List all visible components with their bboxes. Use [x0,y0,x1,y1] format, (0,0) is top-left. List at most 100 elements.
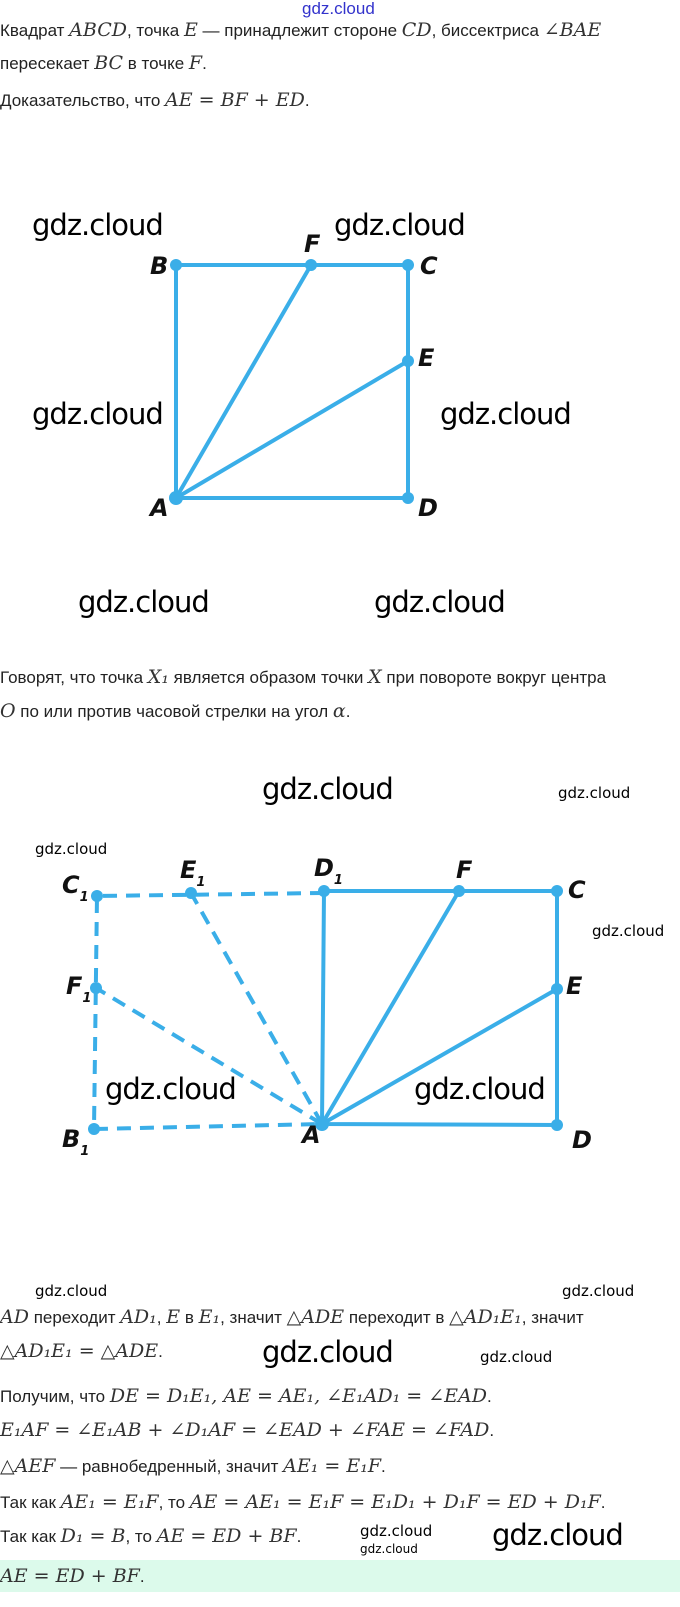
text-segment: , значит [220,1308,287,1327]
watermark: gdz.cloud [35,1282,108,1300]
text-line: △AEF — равнобедренный, значит AE₁ = E₁F. [0,1455,386,1478]
label-f: F [304,230,321,258]
text-segment: — принадлежит стороне [197,21,402,40]
label-e: E [418,344,435,372]
text-line: Доказательство, что AE = BF + ED. [0,89,310,112]
math-expression: X [368,666,382,688]
text-segment: , [156,1308,167,1327]
label-f-2: F [456,856,473,884]
text-segment: . [296,1527,302,1546]
text-segment: при повороте вокруг центра [381,668,607,687]
math-expression: CD [401,19,432,41]
segment-af [174,263,313,500]
math-expression: △ADE [286,1306,345,1328]
text-line: O по или против часовой стрелки на угол … [0,700,350,723]
figure-square [174,263,410,500]
text-segment: . [139,1567,145,1586]
watermark: gdz.cloud [262,772,394,806]
math-expression: AE = ED + BF [0,1565,140,1587]
text-segment: , то [125,1527,157,1546]
text-segment: . [600,1493,606,1512]
math-expression: AE = BF + ED [165,89,305,111]
watermark: gdz.cloud [105,1072,237,1106]
math-expression: △AD₁E₁ [449,1306,522,1328]
text-segment: , то [158,1493,190,1512]
point-c-2 [551,885,563,897]
label-d: D [418,494,438,522]
label-f1: F1 [66,972,91,1006]
segment-af-2 [320,889,461,1126]
watermark: gdz.cloud [78,585,210,619]
math-expression: D₁ = B [60,1525,126,1547]
text-segment: Так как [0,1527,61,1546]
watermark: gdz.cloud [440,397,572,431]
point-d [402,492,414,504]
point-f-2 [453,885,465,897]
watermark: gdz.cloud [360,1522,433,1540]
segment-af1 [94,986,324,1126]
watermark: gdz.cloud [35,840,108,858]
label-a-2: A [300,1121,321,1149]
point-d-2 [551,1119,563,1131]
math-expression: α [332,700,346,722]
text-segment: . [345,702,351,721]
math-expression: E [183,19,198,41]
math-expression: AE = AE₁ = E₁F = E₁D₁ + D₁F = ED + D₁F [189,1491,601,1513]
math-expression: AD [0,1306,29,1328]
label-c1: C1 [62,871,89,905]
watermark: gdz.cloud [558,784,631,802]
math-expression: BC [94,52,124,74]
text-segment: , значит [521,1308,584,1327]
text-line: Так как D₁ = B, то AE = ED + BF. [0,1525,301,1548]
point-a [169,491,183,505]
label-d-2: D [572,1126,592,1154]
label-a: A [148,494,169,522]
label-b: B [150,252,168,280]
text-segment: является образом точки [168,668,369,687]
segment-ae-2 [321,987,558,1126]
math-expression: E [166,1306,181,1328]
point-e-2 [551,983,563,995]
point-d1 [318,885,330,897]
math-expression: ABCD [69,19,127,41]
text-line: Так как AE₁ = E₁F, то AE = AE₁ = E₁F = E… [0,1491,606,1514]
math-expression: F [188,52,203,74]
figure2-points [88,885,563,1135]
text-segment: переходит в [344,1308,450,1327]
text-segment: . [486,1387,492,1406]
watermark: gdz.cloud [492,1518,624,1552]
watermark: gdz.cloud [334,208,466,242]
text-segment: Квадрат [0,21,70,40]
figure1-points [169,259,414,505]
watermark: gdz.cloud [32,208,164,242]
text-line: Получим, что DE = D₁E₁, AE = AE₁, ∠E₁AD₁… [0,1385,492,1408]
watermark: gdz.cloud [480,1348,553,1366]
watermark: gdz.cloud [374,585,506,619]
label-e-2: E [566,972,583,1000]
text-segment: по или против часовой стрелки на угол [15,702,333,721]
point-c [402,259,414,271]
point-b [170,259,182,271]
watermark: gdz.cloud [360,1542,418,1556]
text-line: AD переходит AD₁, E в E₁, значит △ADE пе… [0,1306,584,1329]
text-line: △AD₁E₁ = △ADE. [0,1340,163,1363]
text-segment: пересекает [0,54,95,73]
math-expression: E₁ [198,1306,221,1328]
answer-line: AE = ED + BF. [0,1565,145,1588]
label-e1: E1 [180,856,205,890]
watermark: gdz.cloud [262,1335,394,1369]
label-b1: B1 [62,1125,89,1159]
point-b1 [88,1123,100,1135]
point-e1 [185,887,197,899]
watermark: gdz.cloud [32,397,164,431]
text-segment: Говорят, что точка [0,668,148,687]
text-line: Говорят, что точка X₁ является образом т… [0,666,606,689]
math-expression: AE = ED + BF [156,1525,297,1547]
text-segment: . [202,54,207,73]
text-segment: . [304,91,310,110]
text-segment: в [180,1308,199,1327]
watermark-top-link[interactable]: gdz.cloud [302,0,375,18]
label-c-2: C [568,876,586,904]
math-expression: AE₁ = E₁F [60,1491,159,1513]
text-segment: . [489,1421,495,1440]
